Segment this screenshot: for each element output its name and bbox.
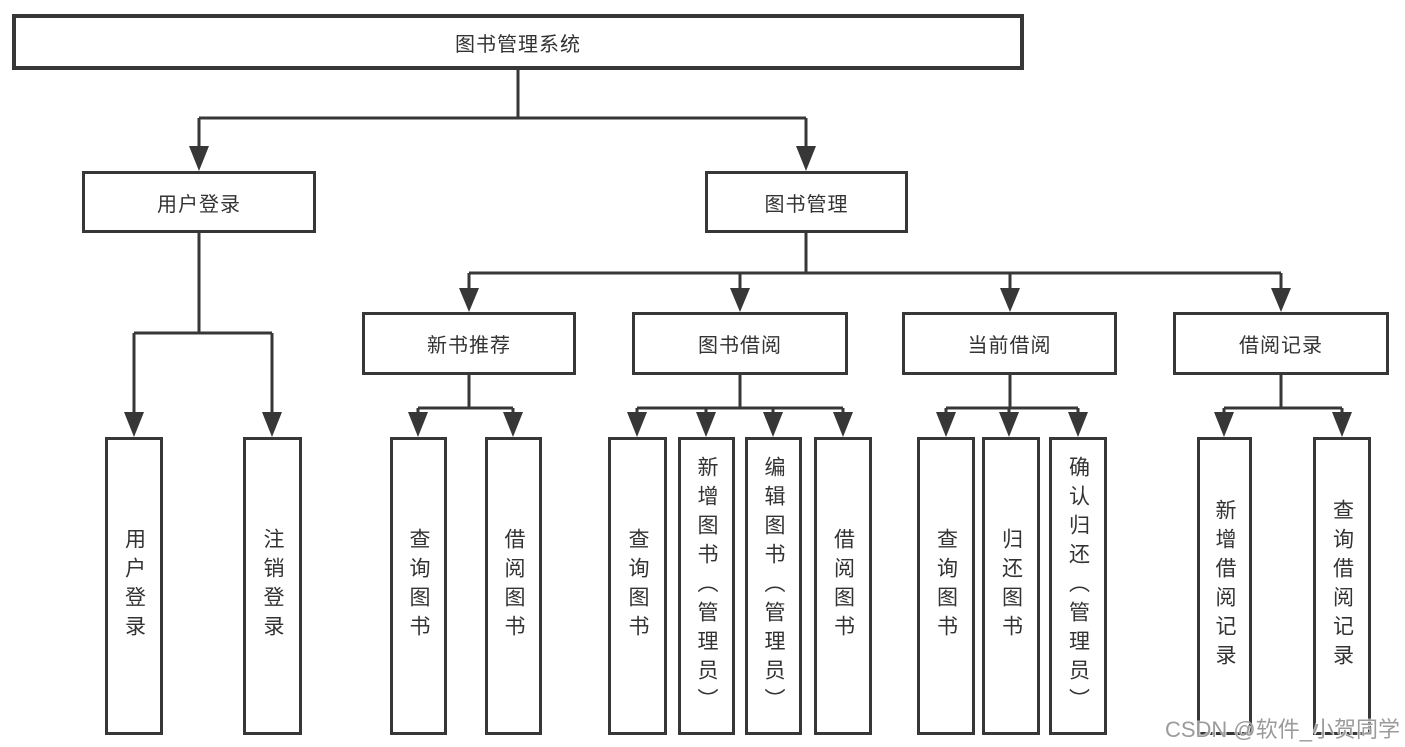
watermark: CSDN @软件_小贺同学 <box>1164 717 1400 742</box>
node-label: 新增借阅记录 <box>1213 499 1236 673</box>
node-label: 新增图书（管理员） <box>695 455 718 717</box>
node-label: 编辑图书（管理员） <box>762 455 785 717</box>
node-label: 用户登录 <box>157 193 241 216</box>
leaf-query-borrow-record: 查询借阅记录 <box>1313 437 1371 735</box>
leaf-query-books-borrowing: 查询图书 <box>608 437 667 735</box>
node-label: 图书借阅 <box>698 335 782 357</box>
node-label: 查询图书 <box>934 528 958 644</box>
leaf-edit-books-admin: 编辑图书（管理员） <box>745 437 802 735</box>
leaf-query-books-recommend: 查询图书 <box>390 437 447 735</box>
node-label: 借阅图书 <box>502 528 525 644</box>
node-current-borrowing: 当前借阅 <box>902 312 1117 375</box>
leaf-borrow-books-recommend: 借阅图书 <box>485 437 542 735</box>
node-label: 当前借阅 <box>967 335 1052 357</box>
node-borrowing-records: 借阅记录 <box>1173 312 1389 375</box>
node-label: 归还图书 <box>999 528 1023 644</box>
node-label: 图书管理系统 <box>455 33 581 56</box>
node-book-management: 图书管理 <box>705 171 908 233</box>
node-label: 查询图书 <box>407 528 430 644</box>
node-label: 图书管理 <box>764 193 849 216</box>
node-label: 查询借阅记录 <box>1330 499 1354 673</box>
node-library-management-system: 图书管理系统 <box>12 14 1024 70</box>
leaf-user-login: 用户登录 <box>105 437 163 735</box>
leaf-query-books-current: 查询图书 <box>917 437 975 735</box>
node-label: 借阅记录 <box>1239 335 1323 357</box>
node-label: 借阅图书 <box>831 528 855 644</box>
node-label: 新书推荐 <box>427 335 511 357</box>
node-label: 注销登录 <box>261 528 284 644</box>
node-book-borrowing: 图书借阅 <box>632 312 848 375</box>
leaf-borrow-books: 借阅图书 <box>814 437 872 735</box>
leaf-add-borrow-record: 新增借阅记录 <box>1197 437 1252 735</box>
node-new-book-recommendation: 新书推荐 <box>362 312 576 375</box>
node-label: 查询图书 <box>626 528 649 644</box>
node-label: 确认归还（管理员） <box>1066 455 1090 717</box>
leaf-add-books-admin: 新增图书（管理员） <box>678 437 735 735</box>
node-user-login: 用户登录 <box>82 171 316 233</box>
node-label: 用户登录 <box>122 528 146 644</box>
leaf-return-books: 归还图书 <box>982 437 1040 735</box>
leaf-confirm-return-admin: 确认归还（管理员） <box>1049 437 1107 735</box>
leaf-logout: 注销登录 <box>243 437 302 735</box>
